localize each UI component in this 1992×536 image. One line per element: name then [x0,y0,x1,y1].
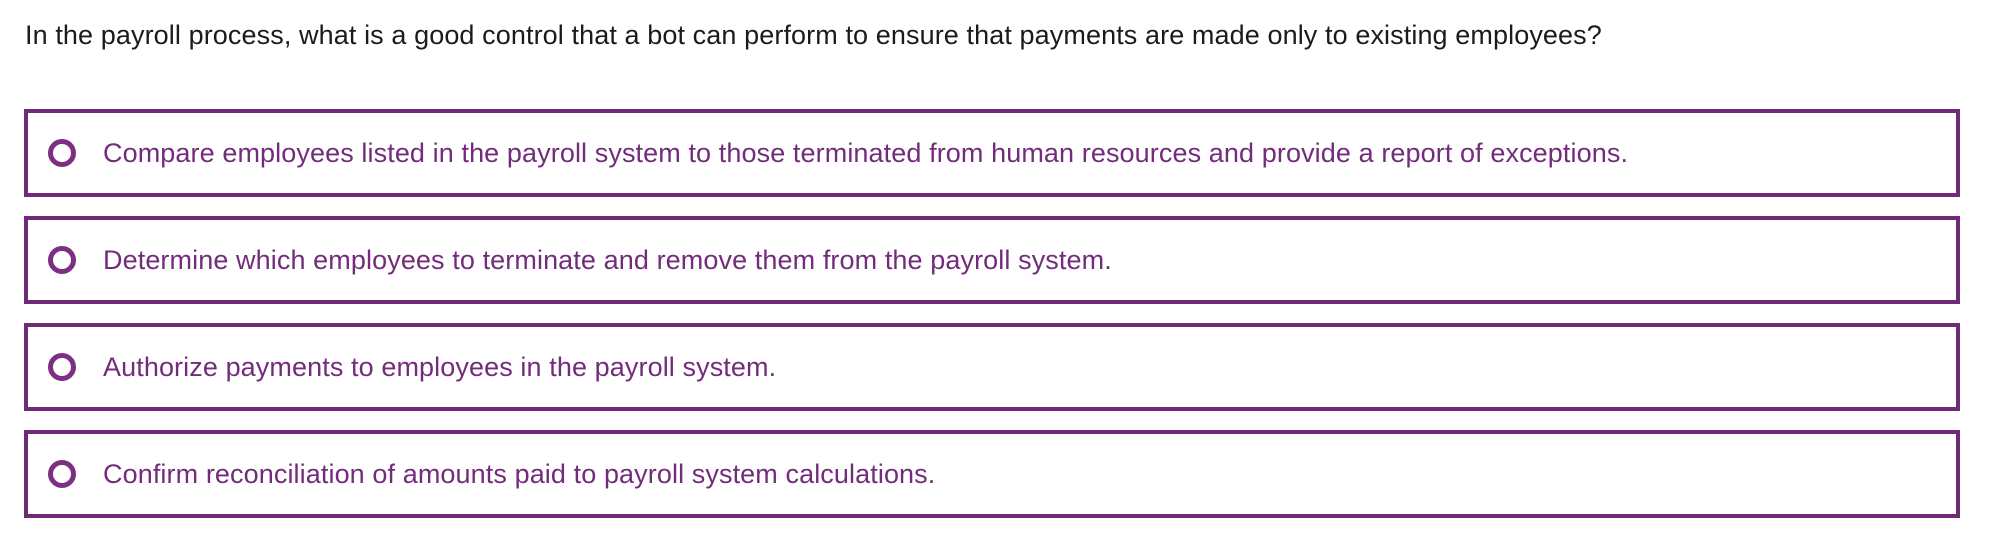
question-text: In the payroll process, what is a good c… [25,20,1602,50]
answer-option-1[interactable]: Compare employees listed in the payroll … [24,109,1960,197]
answer-option-2[interactable]: Determine which employees to terminate a… [24,216,1960,304]
radio-unselected-icon[interactable] [48,246,76,274]
option-label: Confirm reconciliation of amounts paid t… [103,458,936,489]
radio-unselected-icon[interactable] [48,460,76,488]
option-label: Compare employees listed in the payroll … [103,137,1629,168]
option-label: Determine which employees to terminate a… [103,244,1112,275]
radio-unselected-icon[interactable] [48,353,76,381]
option-label: Authorize payments to employees in the p… [103,351,777,382]
answer-option-4[interactable]: Confirm reconciliation of amounts paid t… [24,430,1960,518]
answer-options-list: Compare employees listed in the payroll … [24,109,1960,518]
radio-unselected-icon[interactable] [48,139,76,167]
answer-option-3[interactable]: Authorize payments to employees in the p… [24,323,1960,411]
